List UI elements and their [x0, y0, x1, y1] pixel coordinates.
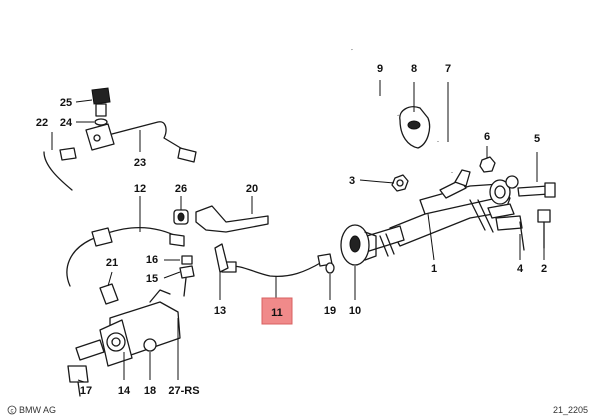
retaining-clip — [214, 243, 229, 273]
label-23: 23 — [134, 157, 146, 169]
label-4: 4 — [517, 263, 524, 275]
clutch-slave-cylinder — [75, 289, 181, 367]
sleeve — [99, 283, 119, 305]
label-16: 16 — [146, 254, 158, 266]
pressure-pipe-23 — [43, 121, 197, 191]
reservoir-hose — [350, 49, 400, 116]
label-1: 1 — [431, 263, 437, 275]
footer-diagram-code: 21_2205 — [553, 405, 588, 415]
label-26: 26 — [175, 183, 187, 195]
seal-washer — [325, 262, 335, 274]
label-20: 20 — [246, 183, 258, 195]
label-12: 12 — [134, 183, 146, 195]
dust-boot — [340, 224, 377, 266]
svg-text:c: c — [11, 409, 14, 415]
bolt-2 — [537, 209, 551, 249]
clutch-master-cylinder — [359, 169, 519, 257]
bleeder-valve — [179, 255, 195, 297]
elbow-fitting — [436, 141, 454, 173]
clutch-pipe-12 — [66, 227, 185, 287]
copyright-logo: c — [7, 405, 17, 415]
leader-lines — [51, 80, 545, 383]
hex-nut — [391, 174, 409, 192]
bolt-4 — [495, 215, 525, 251]
label-11: 11 — [271, 307, 283, 319]
label-25: 25 — [60, 97, 72, 109]
bushing — [143, 338, 157, 352]
highlight-box — [261, 297, 293, 325]
label-2: 2 — [541, 263, 547, 275]
label-9: 9 — [377, 63, 383, 75]
label-27-rs: 27-RS — [168, 385, 199, 397]
footer-copyright: BMW AG — [19, 405, 56, 415]
label-6: 6 — [484, 131, 490, 143]
label-5: 5 — [534, 133, 540, 145]
label-7: 7 — [445, 63, 451, 75]
label-13: 13 — [214, 305, 226, 317]
label-10: 10 — [349, 305, 361, 317]
label-19: 19 — [324, 305, 336, 317]
label-17: 17 — [80, 385, 92, 397]
label-21: 21 — [106, 257, 118, 269]
label-8: 8 — [411, 63, 417, 75]
label-18: 18 — [144, 385, 156, 397]
reservoir-cap — [399, 106, 431, 149]
line-bracket — [195, 205, 269, 233]
bolt-5 — [517, 182, 556, 198]
bmw-copyright-icon — [7, 405, 17, 415]
label-15: 15 — [146, 273, 158, 285]
label-22: 22 — [36, 117, 48, 129]
small-nut — [479, 156, 496, 173]
label-3: 3 — [349, 175, 355, 187]
bolt-17 — [67, 365, 89, 397]
label-14: 14 — [118, 385, 131, 397]
pressure-switch — [85, 87, 115, 151]
label-24: 24 — [60, 117, 73, 129]
grommet — [173, 209, 189, 225]
clutch-hose-11 — [221, 253, 333, 278]
